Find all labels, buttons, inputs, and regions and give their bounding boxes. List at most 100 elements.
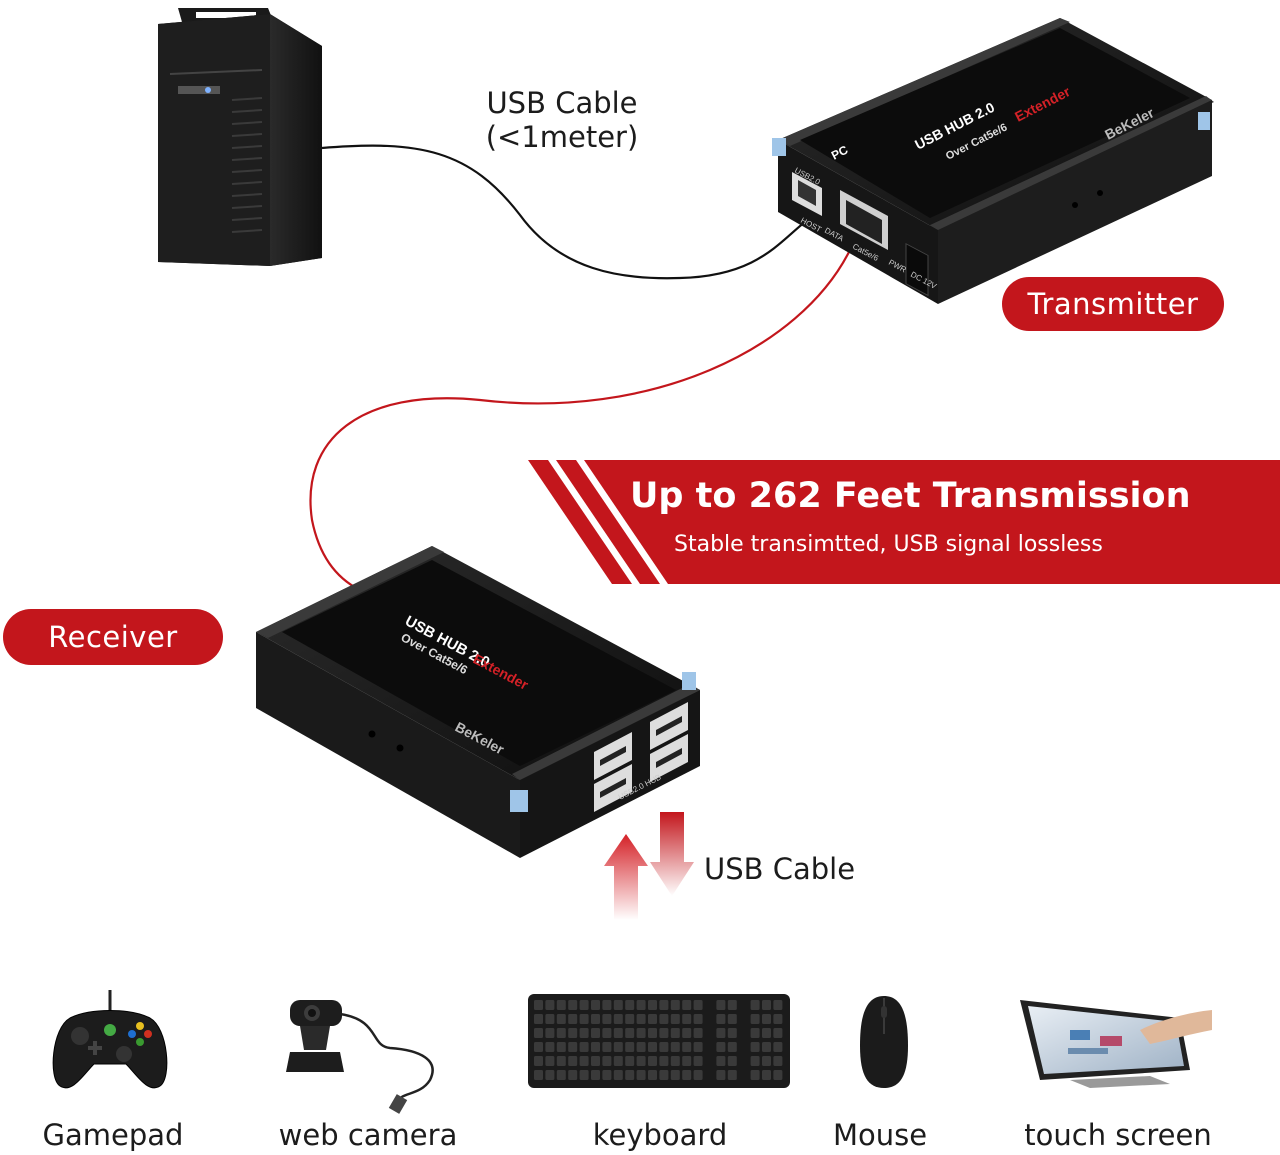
- usb-cable-black: [321, 144, 811, 280]
- keyboard-key: [750, 1000, 760, 1010]
- keyboard-key: [648, 1028, 657, 1038]
- keyboard-key: [693, 1000, 703, 1010]
- usb-cable-top-line1: USB Cable: [486, 86, 638, 120]
- keyboard-key: [648, 1056, 657, 1066]
- keyboard-key: [636, 1028, 646, 1038]
- keyboard-key: [625, 1042, 635, 1052]
- keyboard-key: [545, 1014, 555, 1024]
- receiver-device: USB HUB 2.0 Over Cat5e/6 Extender BeKele…: [256, 546, 700, 858]
- transmission-banner: [528, 460, 1280, 584]
- keyboard-key: [602, 1000, 612, 1010]
- keyboard-key: [716, 1070, 726, 1080]
- keyboard-key: [568, 1014, 578, 1024]
- keyboard-key: [659, 1042, 669, 1052]
- keyboard-key: [556, 1028, 566, 1038]
- peripheral-label-gamepad: Gamepad: [42, 1118, 184, 1152]
- keyboard-key: [693, 1042, 703, 1052]
- peripheral-label-webcam: web camera: [278, 1118, 458, 1152]
- keyboard-key: [727, 1042, 737, 1052]
- keyboard-key: [591, 1000, 600, 1010]
- keyboard-key: [727, 1028, 737, 1038]
- keyboard-key: [682, 1070, 692, 1080]
- keyboard-key: [727, 1070, 737, 1080]
- keyboard-key: [556, 1000, 566, 1010]
- keyboard-key: [670, 1014, 680, 1024]
- keyboard-key: [648, 1014, 657, 1024]
- keyboard-key: [613, 1028, 623, 1038]
- keyboard-key: [693, 1070, 703, 1080]
- keyboard-key: [750, 1028, 760, 1038]
- keyboard-key: [636, 1042, 646, 1052]
- keyboard-key: [682, 1000, 692, 1010]
- bidirectional-arrow-icon: [604, 812, 694, 920]
- pc-tower-icon: [158, 8, 322, 266]
- keyboard-key: [648, 1042, 657, 1052]
- keyboard-key: [670, 1028, 680, 1038]
- peripheral-label-keyboard: keyboard: [592, 1118, 728, 1152]
- keyboard-key: [602, 1070, 612, 1080]
- keyboard-key: [693, 1056, 703, 1066]
- keyboard-key: [613, 1042, 623, 1052]
- keyboard-key: [670, 1000, 680, 1010]
- keyboard-key: [762, 1070, 771, 1080]
- keyboard-key: [670, 1070, 680, 1080]
- keyboard-key: [579, 1000, 589, 1010]
- keyboard-key: [625, 1000, 635, 1010]
- keyboard-key: [750, 1070, 760, 1080]
- peripheral-label-mouse: Mouse: [832, 1118, 928, 1152]
- keyboard-key: [636, 1070, 646, 1080]
- keyboard-key: [762, 1028, 771, 1038]
- keyboard-key: [762, 1000, 771, 1010]
- keyboard-key: [613, 1070, 623, 1080]
- network-cable-red: [309, 249, 851, 591]
- keyboard-key: [762, 1014, 771, 1024]
- transmitter-badge: Transmitter: [1002, 277, 1224, 331]
- keyboard-key: [602, 1014, 612, 1024]
- keyboard-key: [670, 1056, 680, 1066]
- keyboard-key: [556, 1014, 566, 1024]
- keyboard-key: [568, 1042, 578, 1052]
- keyboard-key: [545, 1056, 555, 1066]
- keyboard-key: [625, 1014, 635, 1024]
- keyboard-key: [659, 1014, 669, 1024]
- keyboard-key: [591, 1056, 600, 1066]
- keyboard-key: [556, 1070, 566, 1080]
- banner-subtitle: Stable transimtted, USB signal lossless: [674, 532, 1103, 557]
- keyboard-key: [682, 1014, 692, 1024]
- keyboard-key: [591, 1070, 600, 1080]
- usb-cable-top-label: USB Cable (<1meter): [470, 86, 654, 154]
- keyboard-key: [636, 1014, 646, 1024]
- receiver-badge: Receiver: [3, 609, 223, 665]
- keyboard-key: [568, 1028, 578, 1038]
- usb-cable-bottom-label: USB Cable: [704, 852, 856, 886]
- keyboard-key: [534, 1070, 543, 1080]
- keyboard-key: [545, 1000, 555, 1010]
- keyboard-key: [659, 1070, 669, 1080]
- webcam-icon: [286, 1000, 434, 1114]
- keyboard-key: [579, 1028, 589, 1038]
- keyboard-key: [579, 1056, 589, 1066]
- keyboard-key: [568, 1000, 578, 1010]
- keyboard-key: [716, 1000, 726, 1010]
- keyboard-key: [545, 1042, 555, 1052]
- keyboard-key: [568, 1070, 578, 1080]
- keyboard-key: [613, 1000, 623, 1010]
- keyboard-key: [773, 1014, 783, 1024]
- keyboard-key: [716, 1042, 726, 1052]
- keyboard-key: [693, 1028, 703, 1038]
- keyboard-key: [591, 1014, 600, 1024]
- keyboard-key: [613, 1056, 623, 1066]
- keyboard-key: [534, 1000, 543, 1010]
- keyboard-key: [750, 1042, 760, 1052]
- keyboard-key: [613, 1014, 623, 1024]
- keyboard-key: [762, 1042, 771, 1052]
- keyboard-key: [659, 1056, 669, 1066]
- keyboard-key: [579, 1070, 589, 1080]
- keyboard-key: [716, 1028, 726, 1038]
- keyboard-key: [659, 1000, 669, 1010]
- tx-pc-text: PC: [829, 142, 851, 162]
- keyboard-key: [648, 1070, 657, 1080]
- keyboard-key: [545, 1070, 555, 1080]
- keyboard-key: [625, 1056, 635, 1066]
- keyboard-key: [682, 1028, 692, 1038]
